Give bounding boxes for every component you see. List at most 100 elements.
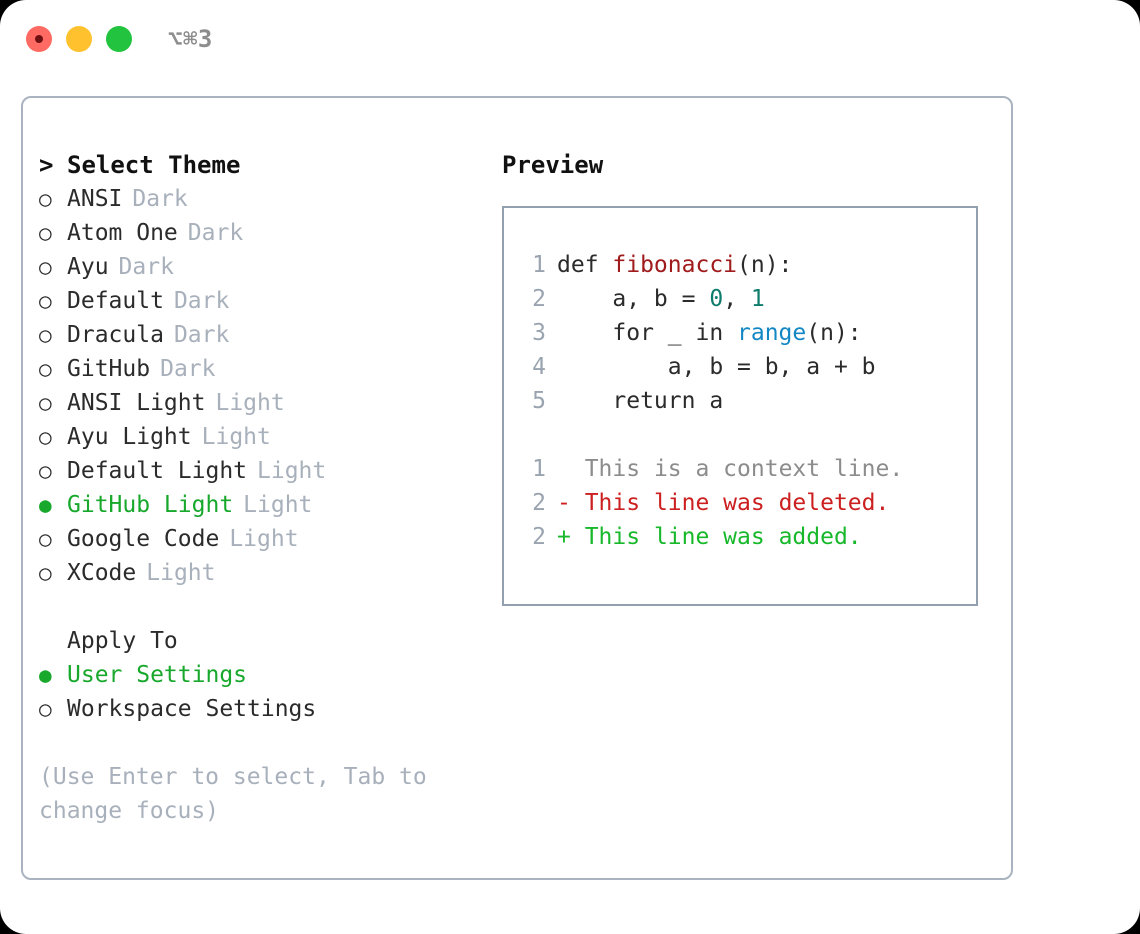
radio-unselected-icon: ○ [39, 221, 52, 245]
theme-option-variant: Light [243, 492, 313, 518]
radio-selected-icon: ● [39, 493, 52, 517]
theme-option-name: Atom One [67, 220, 178, 246]
radio-unselected-icon: ○ [39, 289, 52, 313]
diff-marker [557, 456, 585, 482]
code-line: 1 def fibonacci(n): [524, 248, 903, 282]
line-number: 2 [532, 490, 546, 516]
theme-option-ansi[interactable]: ○ ANSI Dark [39, 182, 499, 216]
apply-to-label: Apply To [67, 628, 178, 654]
line-number: 1 [532, 456, 546, 482]
radio-unselected-icon: ○ [39, 459, 52, 483]
radio-unselected-icon: ○ [39, 323, 52, 347]
maximize-window-button[interactable] [106, 26, 132, 52]
code-token: a, b = b, a + b [557, 354, 876, 380]
diff-text: This is a context line. [584, 456, 904, 482]
apply-to-option-user-settings[interactable]: ● User Settings [39, 658, 499, 692]
close-window-button[interactable] [26, 26, 52, 52]
theme-option-name: GitHub Light [67, 492, 234, 518]
line-number: 2 [532, 286, 546, 312]
code-token: , [723, 286, 751, 312]
keyboard-hint-text: (Use Enter to select, Tab to change focu… [39, 764, 441, 824]
code-token: range [737, 320, 807, 346]
code-token: a, b = [557, 286, 710, 312]
theme-option-variant: Dark [187, 220, 244, 246]
theme-option-github[interactable]: ○ GitHub Dark [39, 352, 499, 386]
theme-option-github-light[interactable]: ● GitHub Light Light [39, 488, 499, 522]
theme-option-name: ANSI [67, 186, 123, 212]
diff-marker: - [557, 490, 585, 516]
line-number: 1 [532, 252, 546, 278]
theme-option-default[interactable]: ○ Default Dark [39, 284, 499, 318]
theme-option-variant: Dark [173, 288, 230, 314]
diff-text: This line was added. [584, 524, 862, 550]
theme-option-default-light[interactable]: ○ Default Light Light [39, 454, 499, 488]
radio-unselected-icon: ○ [39, 357, 52, 381]
theme-option-variant: Dark [160, 356, 216, 382]
hint-spacer [39, 726, 499, 760]
theme-option-name: Default Light [67, 458, 248, 484]
radio-unselected-icon: ○ [39, 425, 52, 449]
radio-unselected-icon: ○ [39, 697, 52, 721]
code-line: 3 for _ in range(n): [524, 316, 903, 350]
diff-marker: + [557, 524, 585, 550]
select-theme-heading-label: Select Theme [67, 151, 241, 179]
code-token: fibonacci [612, 252, 738, 278]
code-line: 2 a, b = 0, 1 [524, 282, 903, 316]
radio-unselected-icon: ○ [39, 391, 52, 415]
theme-option-name: Dracula [67, 322, 164, 348]
theme-option-variant: Light [257, 458, 327, 484]
diff-text: This line was deleted. [584, 490, 890, 516]
apply-to-option-workspace-settings[interactable]: ○ Workspace Settings [39, 692, 499, 726]
theme-option-name: GitHub [67, 356, 151, 382]
apply-to-option-name: User Settings [67, 662, 248, 688]
theme-option-variant: Dark [118, 254, 174, 280]
radio-unselected-icon: ○ [39, 187, 52, 211]
diff-line: 2 + This line was added. [524, 520, 903, 554]
theme-option-variant: Light [229, 526, 299, 552]
theme-option-variant: Light [215, 390, 285, 416]
theme-option-name: Ayu Light [67, 424, 192, 450]
code-token: return a [557, 388, 724, 414]
theme-option-dracula[interactable]: ○ Dracula Dark [39, 318, 499, 352]
apply-to-option-name: Workspace Settings [67, 696, 317, 722]
minimize-window-button[interactable] [66, 26, 92, 52]
radio-unselected-icon: ○ [39, 527, 52, 551]
theme-option-variant: Dark [173, 322, 230, 348]
theme-option-variant: Dark [132, 186, 188, 212]
code-token: def [557, 252, 613, 278]
radio-unselected-icon: ○ [39, 561, 52, 585]
list-spacer [39, 590, 499, 624]
code-line: 4 a, b = b, a + b [524, 350, 903, 384]
theme-option-name: ANSI Light [67, 390, 206, 416]
diff-line: 2- This line was deleted. [524, 486, 903, 520]
theme-option-ansi-light[interactable]: ○ ANSI Light Light [39, 386, 499, 420]
code-token: (n): [737, 252, 793, 278]
line-number: 3 [532, 320, 546, 346]
code-blank-line [524, 418, 903, 452]
theme-option-name: Ayu [67, 254, 109, 280]
window-titlebar: ⌥⌘3 [0, 0, 1140, 78]
apply-to-option-list: ● User Settings ○ Workspace Settings [39, 658, 499, 726]
line-number: 5 [532, 388, 546, 414]
radio-selected-icon: ● [39, 663, 52, 687]
preview-heading: Preview [502, 151, 604, 179]
line-number: 2 [532, 524, 546, 550]
prompt-caret-icon: > [39, 151, 54, 179]
diff-line: 1 This is a context line. [524, 452, 903, 486]
theme-option-variant: Light [146, 560, 216, 586]
code-token: for _ in [557, 320, 738, 346]
keyboard-shortcut-label: ⌥⌘3 [168, 25, 213, 53]
code-token: (n): [806, 320, 862, 346]
code-token: 1 [750, 286, 765, 312]
theme-option-atom-one[interactable]: ○ Atom One Dark [39, 216, 499, 250]
theme-option-name: Default [67, 288, 164, 314]
